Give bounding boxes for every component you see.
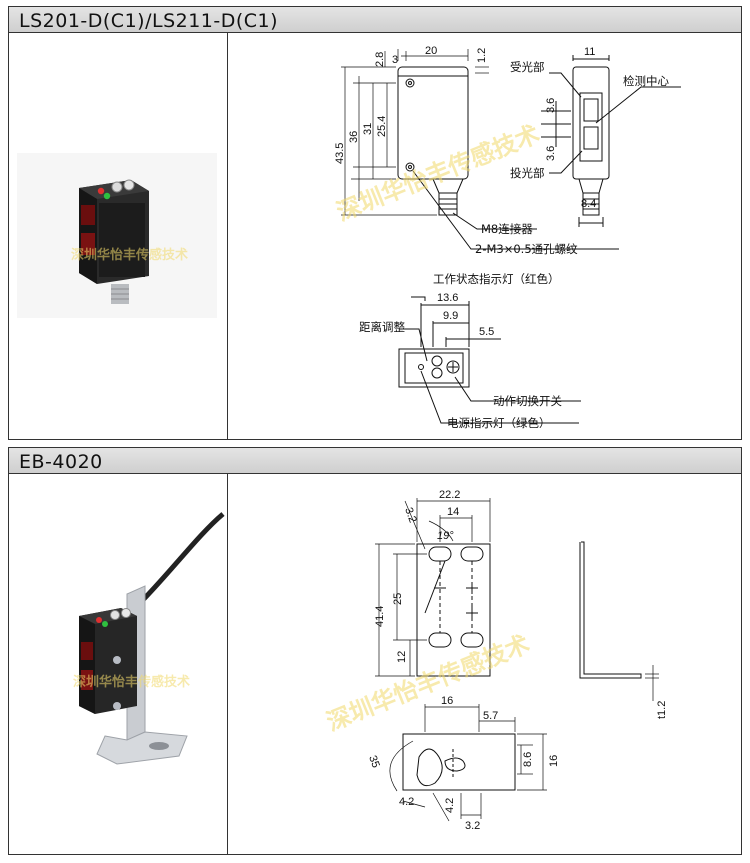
red-led: [97, 187, 105, 195]
bracket-dimension-drawing: 22.2 14 3.2 19° 41.4 25 12 t1.2: [323, 489, 668, 832]
dim-13-6: 13.6: [437, 292, 458, 304]
dim-2-8: 2.8: [374, 52, 386, 67]
bracket-front-view: [416, 543, 491, 677]
label-through-hole: 2-M3×0.5通孔螺纹: [475, 242, 578, 256]
dim-31: 31: [362, 123, 374, 135]
dim-36: 36: [348, 131, 360, 143]
label-connector: M8连接器: [481, 222, 533, 236]
front-view: [397, 66, 469, 216]
cell-divider: [227, 474, 228, 854]
label-work-led: 工作状态指示灯（红色）: [433, 272, 560, 286]
label-distance-adj: 距离调整: [359, 320, 405, 334]
label-power-led: 电源指示灯（绿色）: [447, 416, 551, 430]
dim-16-side: 16: [548, 755, 560, 767]
dim-11: 11: [584, 46, 595, 58]
sensor-body: [79, 608, 137, 714]
section-title: EB-4020: [19, 451, 103, 473]
bracket-bottom-dims: [389, 704, 547, 822]
dim-3-2-top: 3.2: [402, 506, 419, 524]
dim-3-6-bottom: 3.6: [545, 146, 557, 161]
dim-12: 12: [396, 651, 408, 663]
adjust-knob: [111, 181, 123, 193]
dim-25: 25: [392, 593, 404, 605]
cable: [137, 512, 225, 606]
dimension-drawing-cell: 22.2 14 3.2 19° 41.4 25 12 t1.2: [228, 474, 741, 854]
section-header: EB-4020: [9, 448, 741, 474]
red-led: [96, 617, 102, 623]
label-emitter: 投光部: [510, 166, 545, 180]
dimension-drawing-cell: 20 3 2.8 1.2 43.5 36 31 25.4: [228, 33, 741, 439]
label-mode-switch: 动作切换开关: [493, 394, 562, 408]
bracket-side-view: [579, 541, 659, 701]
green-led: [102, 621, 108, 627]
section-title: LS201-D(C1)/LS211-D(C1): [19, 10, 279, 32]
dim-4-2-left: 4.2: [399, 796, 414, 808]
product-photo-cell: 深圳华怡丰传感技术: [9, 33, 227, 439]
dim-4-2-center: 4.2: [444, 798, 456, 813]
photo-watermark: 深圳华怡丰传感技术: [71, 247, 188, 263]
dim-3-6-top: 3.6: [545, 98, 557, 113]
sensor-body: [79, 179, 149, 304]
section-header: LS201-D(C1)/LS211-D(C1): [9, 7, 741, 33]
dim-5-7: 5.7: [483, 710, 498, 722]
dim-25-4: 25.4: [376, 116, 388, 137]
photo-watermark: 深圳华怡丰传感技术: [73, 674, 190, 690]
dim-t1-2: t1.2: [656, 701, 668, 719]
dim-3-2-bottom: 3.2: [465, 820, 480, 832]
dim-35: 35: [366, 754, 381, 770]
product-photo-cell: 深圳华怡丰传感技术: [9, 474, 227, 854]
sensor-dimension-drawing: 20 3 2.8 1.2 43.5 36 31 25.4: [333, 45, 681, 430]
dim-1-2: 1.2: [476, 48, 488, 63]
screw-bottom: [113, 702, 121, 710]
dim-43-5: 43.5: [334, 143, 346, 164]
dim-22-2: 22.2: [439, 489, 460, 501]
mode-knob: [123, 179, 135, 191]
front-dims: [341, 49, 489, 216]
side-view: [412, 55, 681, 250]
bracket-bottom-view: [402, 733, 516, 791]
dim-16-top: 16: [441, 695, 453, 707]
dim-20: 20: [425, 45, 437, 57]
product-section-ls201: LS201-D(C1)/LS211-D(C1): [8, 6, 742, 440]
product-section-eb4020: EB-4020: [8, 447, 742, 855]
dim-9-9: 9.9: [443, 310, 458, 322]
drawing-watermark: 深圳华怡丰传感技术: [323, 630, 534, 737]
label-detect-center: 检测中心: [623, 74, 669, 88]
dim-8-6: 8.6: [522, 752, 534, 767]
bracket-photo: 深圳华怡丰传感技术: [73, 512, 225, 765]
lens-top: [81, 205, 95, 225]
screw-top: [113, 656, 121, 664]
sensor-photo: 深圳华怡丰传感技术: [17, 153, 217, 318]
dim-5-5: 5.5: [479, 326, 494, 338]
lens-bottom: [81, 233, 95, 255]
dim-3: 3: [392, 54, 398, 66]
cell-divider: [227, 33, 228, 439]
top-view: [398, 296, 581, 424]
bracket-front-dims: [375, 498, 491, 677]
dim-41-4: 41.4: [374, 606, 386, 627]
dim-8-4: 8.4: [581, 198, 596, 210]
dim-19-deg: 19°: [437, 530, 454, 542]
label-receiver: 受光部: [510, 60, 545, 74]
green-led: [103, 192, 111, 200]
dim-14: 14: [447, 506, 459, 518]
